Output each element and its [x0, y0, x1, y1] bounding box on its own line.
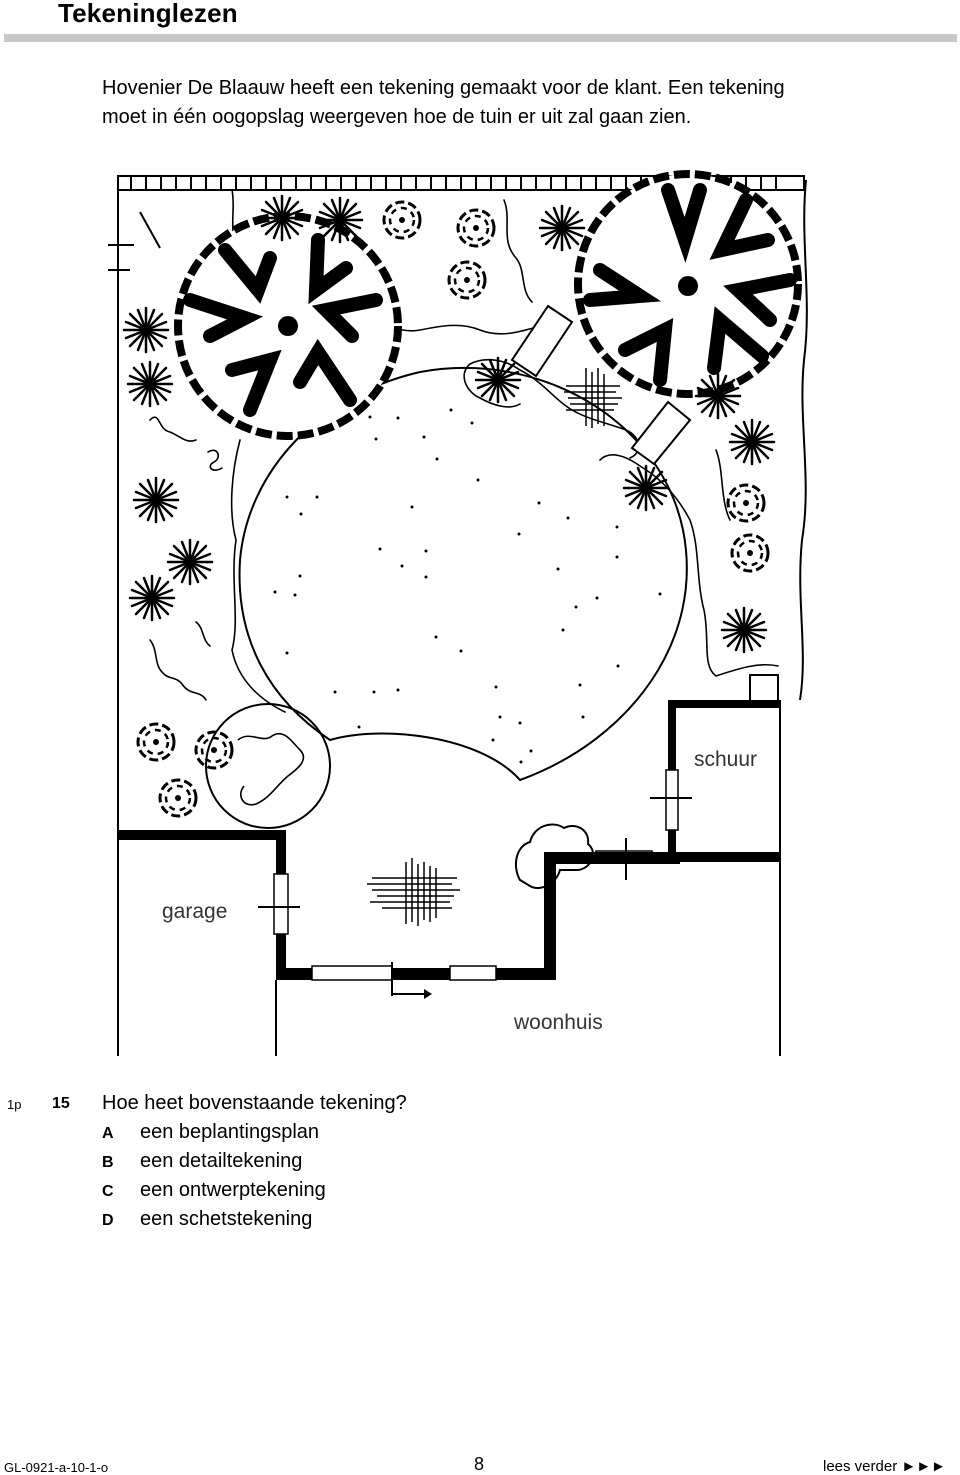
garden-boundary	[108, 179, 808, 1056]
footer-page-number: 8	[474, 1454, 485, 1474]
tree-icon	[174, 212, 402, 440]
star-plant-icon	[258, 194, 306, 242]
intro-line-2: moet in één oogopslag weergeven hoe de t…	[102, 105, 692, 128]
question-text: Hoe heet bovenstaande tekening?	[102, 1092, 407, 1114]
footer-exam-code: GL-0921-a-10-1-o	[4, 1460, 109, 1475]
tree-icon	[574, 170, 802, 398]
question-points: 1p	[7, 1097, 22, 1112]
star-plant-icon	[128, 574, 176, 622]
round-tree-icon	[205, 703, 331, 829]
option-letter: B	[102, 1154, 114, 1171]
shrub-icon	[136, 722, 176, 762]
shrub-icon	[447, 260, 487, 300]
star-plant-icon	[728, 418, 776, 466]
option-text: een beplantingsplan	[140, 1121, 320, 1143]
section-title: Tekeninglezen	[58, 0, 238, 28]
paving-hatch-icon	[366, 857, 461, 927]
shrub-icon	[730, 533, 770, 573]
star-plant-icon	[694, 372, 742, 420]
title-divider	[4, 34, 957, 42]
option-letter: C	[102, 1183, 114, 1200]
shrub-icon	[456, 208, 496, 248]
star-plant-icon	[720, 606, 768, 654]
lawn-texture	[273, 408, 662, 764]
shrub-icon	[726, 483, 766, 523]
intro-line-1: Hovenier De Blaauw heeft een tekening ge…	[102, 77, 785, 99]
option-letter: D	[102, 1212, 114, 1229]
question-number: 15	[52, 1095, 70, 1112]
star-plant-icon	[474, 356, 522, 404]
garage: garage	[118, 830, 300, 980]
option-text: een ontwerptekening	[140, 1179, 326, 1201]
shrub-icon	[382, 200, 422, 240]
garden-plan-drawing: schuur garage woonhuis	[108, 170, 808, 1056]
intro-text: Hovenier De Blaauw heeft een tekening ge…	[102, 74, 922, 131]
house-label: woonhuis	[513, 1011, 603, 1034]
house: woonhuis	[275, 852, 680, 1056]
star-plant-icon	[122, 306, 170, 354]
door-icon	[391, 962, 432, 999]
star-plant-icon	[622, 464, 670, 512]
lawn	[238, 367, 688, 782]
star-plant-icon	[132, 476, 180, 524]
bench	[510, 304, 692, 466]
option-text: een schetstekening	[140, 1208, 313, 1230]
garage-label: garage	[162, 900, 227, 923]
option-text: een detailtekening	[140, 1150, 303, 1172]
footer-continue-link[interactable]: lees verder ►►►	[823, 1458, 946, 1475]
option-letter: A	[102, 1125, 114, 1142]
star-plant-icon	[316, 196, 364, 244]
shed-label: schuur	[694, 748, 757, 771]
star-plant-icon	[166, 538, 214, 586]
shrub-icon	[158, 778, 198, 818]
star-plant-icon	[126, 360, 174, 408]
star-plant-icon	[538, 204, 586, 252]
